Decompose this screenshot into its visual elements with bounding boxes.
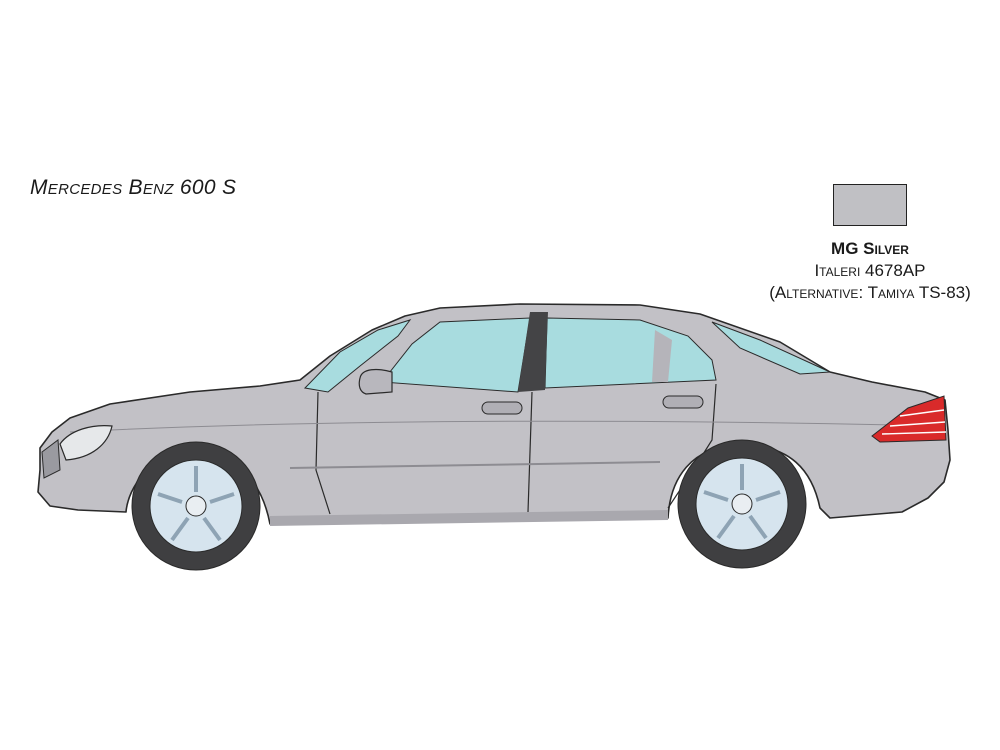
front-door-handle xyxy=(481,401,523,415)
side-mirror xyxy=(358,368,393,395)
taillight-stripes xyxy=(881,409,947,435)
b-pillar xyxy=(518,312,548,392)
front-door-line xyxy=(315,391,331,515)
paint-alternative: (Alternative: Tamiya TS-83) xyxy=(769,283,971,302)
rear-rim-spokes xyxy=(703,464,781,540)
windshield xyxy=(303,319,412,393)
rub-strip xyxy=(289,461,661,469)
body-crease xyxy=(69,420,941,433)
center-door-line xyxy=(527,391,533,513)
mercedes-star-icon xyxy=(185,495,207,517)
rocker-shadow xyxy=(270,510,668,526)
rear-windshield xyxy=(711,321,831,375)
front-rim-spokes xyxy=(157,466,235,542)
front-grille xyxy=(41,439,61,479)
paint-code: Italeri 4678AP xyxy=(814,261,926,280)
paint-info: MG Silver Italeri 4678AP (Alternative: T… xyxy=(760,238,980,304)
c-pillar-trim xyxy=(652,330,672,382)
model-title: Mercedes Benz 600 S xyxy=(30,176,237,199)
headlight xyxy=(59,425,113,461)
paint-name: MG Silver xyxy=(831,239,909,258)
taillight xyxy=(871,395,947,443)
front-wheel xyxy=(131,441,261,571)
rear-door-handle xyxy=(662,395,704,409)
mercedes-star-icon xyxy=(731,493,753,515)
color-swatch xyxy=(833,184,907,226)
rear-wheel xyxy=(677,439,807,569)
front-window xyxy=(381,317,531,393)
